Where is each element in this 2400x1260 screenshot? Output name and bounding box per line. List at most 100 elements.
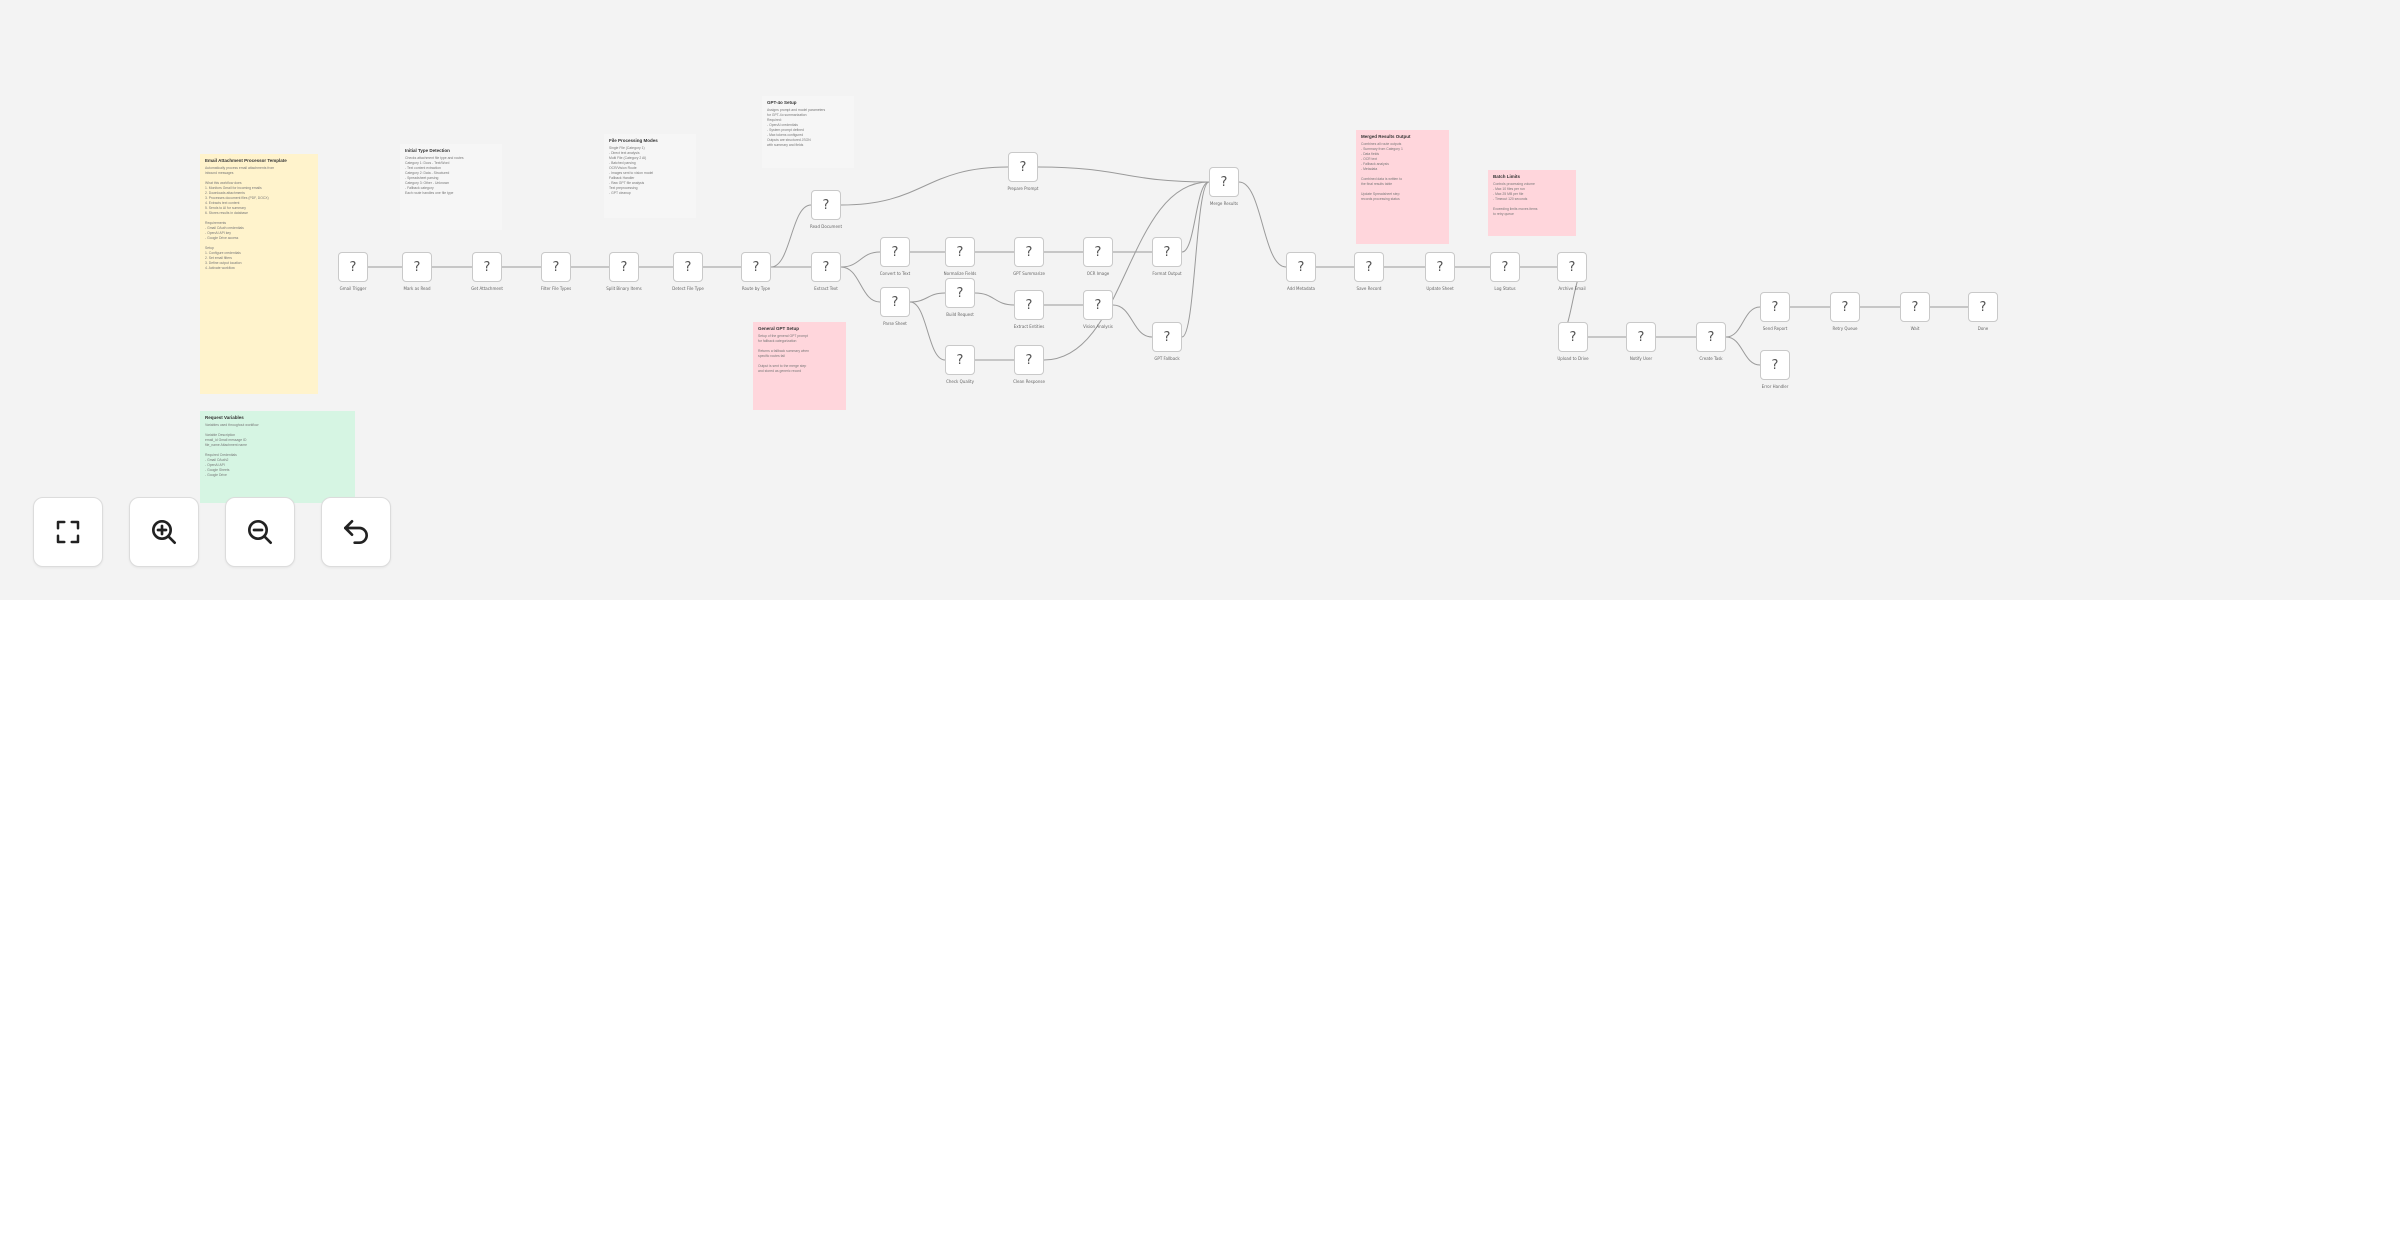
note-line: file_name Attachment name [205,443,248,447]
node-label: Notify User [1629,356,1653,361]
note-line: to retry queue [1493,212,1514,216]
note-line: Each route handles one file type [405,191,454,195]
connection-line [1181,181,1210,338]
note-line: - Fallback category [405,186,434,190]
note-gpt-setup-title: GPT-4o Setup [767,100,797,105]
workflow-node[interactable]: ?Retry Queue [1830,292,1860,331]
connection-line [1181,181,1210,253]
workflow-node[interactable]: ?GPT Summarize [1013,237,1045,276]
workflow-node[interactable]: ?Archive Email [1557,252,1587,291]
workflow-node[interactable]: ?Clean Response [1013,345,1045,384]
note-variables[interactable]: Request Variables Variables used through… [200,411,355,503]
zoom-out-button[interactable] [225,497,295,567]
workflow-node[interactable]: ?Read Document [810,190,842,229]
note-line: Outputs are structured JSON [767,138,811,142]
note-line: Output is sent to the merge step [758,364,807,368]
note-line: and stored as generic record [758,369,802,373]
note-error-gpt-title: General GPT Setup [758,326,800,331]
note-line: - Gmail OAuth credentials [205,226,244,230]
unknown-node-icon: ? [620,259,628,275]
workflow-node[interactable]: ?Notify User [1626,322,1656,361]
note-line: Controls processing volume [1493,182,1535,186]
note-file-types[interactable]: Initial Type Detection Checks attachment… [400,144,502,230]
workflow-node[interactable]: ?Filter File Types [541,252,571,291]
workflow-node[interactable]: ?Build Request [945,278,975,317]
note-batch-limits[interactable]: Batch Limits Controls processing volume-… [1488,170,1576,236]
note-gpt-setup[interactable]: GPT-4o Setup Assigns prompt and model pa… [762,96,854,168]
note-line: - OpenAI credentials [767,123,798,127]
unknown-node-icon: ? [552,259,560,275]
note-line: Requirements [205,221,227,225]
node-label: Upload to Drive [1557,356,1589,361]
workflow-node[interactable]: ?Error Handler [1760,350,1790,389]
note-line: the final results table [1361,182,1393,186]
note-line: - Summary from Category 1 [1361,147,1403,151]
note-line: Variables used throughout workflow [205,423,259,427]
workflow-node[interactable]: ?Vision Analysis [1083,290,1113,329]
connection-line [1238,181,1287,268]
workflow-node[interactable]: ?Split Binary Items [606,252,642,291]
unknown-node-icon: ? [891,244,899,260]
zoom-in-button[interactable] [129,497,199,567]
note-line: Assigns prompt and model parameters [767,108,826,112]
workflow-node[interactable]: ?Convert to Text [880,237,910,276]
node-label: Prepare Prompt [1007,186,1039,191]
note-line: Required Credentials [205,453,237,457]
workflow-node[interactable]: ?Normalize Fields [944,237,976,276]
workflow-node[interactable]: ?Format Output [1152,237,1182,276]
unknown-node-icon: ? [684,259,692,275]
note-processing[interactable]: File Processing Modes Single File (Categ… [604,134,696,218]
workflow-node[interactable]: ?GPT Fallback [1152,322,1182,361]
unknown-node-icon: ? [1094,244,1102,260]
workflow-node[interactable]: ?Route by Type [741,252,771,291]
connection-line [840,166,1009,206]
workflow-canvas[interactable]: Email Attachment Processor Template Auto… [0,0,2400,600]
node-label: Error Handler [1761,384,1789,389]
note-error-gpt[interactable]: General GPT Setup Setup of the general G… [753,322,846,410]
workflow-node[interactable]: ?Merge Results [1209,167,1239,206]
workflow-node[interactable]: ?Prepare Prompt [1008,152,1039,191]
workflow-node[interactable]: ?Extract Entities [1014,290,1044,329]
workflow-node[interactable]: ?Save Record [1354,252,1384,291]
note-line: Text preprocessing [609,186,638,190]
workflow-node[interactable]: ?Create Task [1696,322,1726,361]
workflow-node[interactable]: ?Add Metadata [1286,252,1316,291]
note-line: inbound messages [205,171,234,175]
workflow-node[interactable]: ?Check Quality [945,345,975,384]
node-label: Send Report [1762,326,1788,331]
node-label: Create Task [1699,356,1723,361]
workflow-node[interactable]: ? Get Attachment [471,252,503,291]
workflow-node[interactable]: ?Log Status [1490,252,1520,291]
workflow-node[interactable]: ?Send Report [1760,292,1790,331]
workflow-node[interactable]: ?Update Sheet [1425,252,1455,291]
workflow-node[interactable]: ?Extract Text [811,252,841,291]
note-line: - Direct text analysis [609,151,640,155]
workflow-node[interactable]: ?Mark as Read [402,252,432,291]
workflow-node[interactable]: ?Wait [1900,292,1930,331]
connection-line [1725,336,1761,366]
note-merge-results[interactable]: Merged Results Output Combines all route… [1356,130,1449,244]
unknown-node-icon: ? [956,352,964,368]
unknown-node-icon: ? [1911,299,1919,315]
node-label: Normalize Fields [943,271,977,276]
workflow-node[interactable]: ?Done [1968,292,1998,331]
node-label: GPT Fallback [1154,356,1180,361]
note-line: 1. Configure credentials [205,251,241,255]
node-label: Get Attachment [471,286,503,291]
workflow-node[interactable]: ?Gmail Trigger [338,252,368,291]
undo-button[interactable] [321,497,391,567]
workflow-node[interactable]: ?Upload to Drive [1557,322,1589,361]
note-template[interactable]: Email Attachment Processor Template Auto… [200,154,318,394]
workflow-node[interactable]: ?Parse Sheet [880,287,910,326]
workflow-node[interactable]: ?OCR Image [1083,237,1113,276]
unknown-node-icon: ? [483,259,491,275]
node-label: Route by Type [741,286,771,291]
fit-view-button[interactable] [33,497,103,567]
note-line: Setup [205,246,214,250]
note-line: - System prompt defined [767,128,804,132]
node-label: Clean Response [1013,379,1045,384]
node-label: Read Document [809,224,843,229]
workflow-node[interactable]: ?Detect File Type [672,252,704,291]
note-line: Setup of the general GPT prompt [758,334,808,338]
